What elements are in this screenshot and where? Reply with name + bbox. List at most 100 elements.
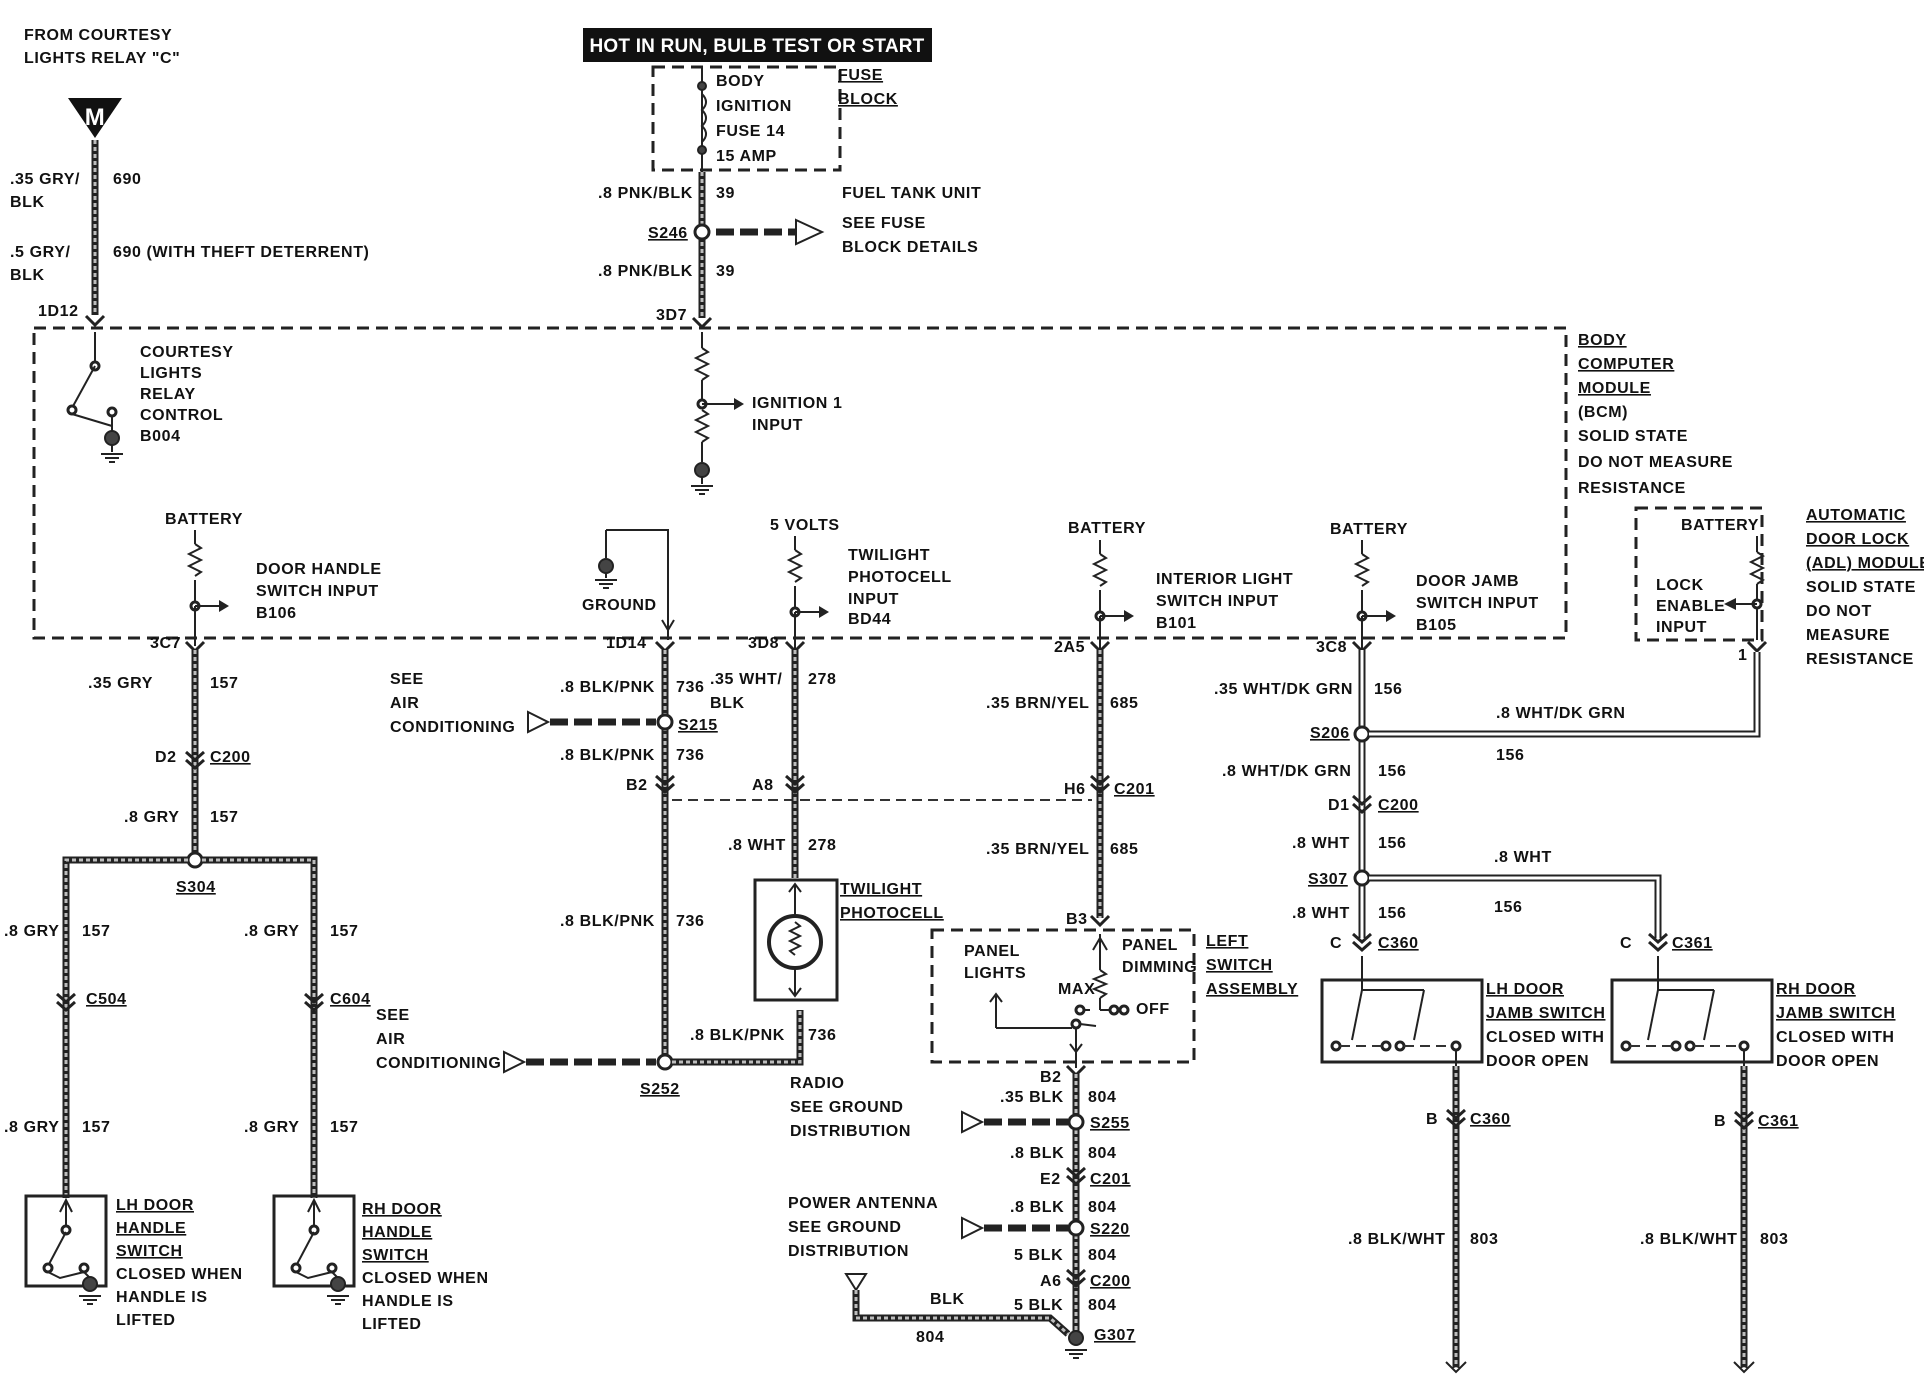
wire-157-lh-circuit-1: 157 — [82, 923, 111, 940]
conn-c201-1: C201 — [1114, 781, 1155, 798]
wire-803-rh-gauge: .8 BLK/WHT — [1640, 1231, 1738, 1248]
wire-736-gauge-2: .8 BLK/PNK — [560, 747, 655, 764]
wire-157-lh-circuit-2: 157 — [82, 1119, 111, 1136]
conn-2a5: 2A5 — [1054, 639, 1085, 656]
see-ac-upper-1: SEE — [390, 671, 424, 688]
bcm-label-3: MODULE — [1578, 380, 1651, 397]
fuse-block-label-2: BLOCK — [838, 91, 898, 108]
wire-39-gauge-1: .8 PNK/BLK — [598, 185, 693, 202]
wire-804-gauge-1: .35 BLK — [1000, 1089, 1064, 1106]
wire-156-circuit-2: 156 — [1378, 763, 1407, 780]
wire-278-circuit-1: 278 — [808, 671, 837, 688]
antenna-label-3: DISTRIBUTION — [788, 1243, 909, 1260]
antenna-label-1: POWER ANTENNA — [788, 1195, 938, 1212]
wire-157-rh-circuit-1: 157 — [330, 923, 359, 940]
conn-b-lh: B — [1426, 1111, 1438, 1128]
rh-jamb-label-2: JAMB SWITCH — [1776, 1005, 1895, 1022]
wire-157-rh-circuit-2: 157 — [330, 1119, 359, 1136]
bcm-label-1: BODY — [1578, 332, 1627, 349]
wire-156-circuit-3: 156 — [1378, 835, 1407, 852]
wire-736-circuit-3: 736 — [676, 913, 705, 930]
conn-c-rh: C — [1620, 935, 1632, 952]
conn-e2: E2 — [1040, 1171, 1061, 1188]
twilight-label-4: BD44 — [848, 611, 891, 628]
wire-156-rh-gauge: .8 WHT — [1494, 849, 1552, 866]
antenna-wire-color: BLK — [930, 1291, 965, 1308]
source-tag: M — [85, 104, 106, 131]
conn-a8: A8 — [752, 777, 774, 794]
twilight-photocell — [753, 878, 839, 1002]
wire-804-circuit-4: 804 — [1088, 1247, 1117, 1264]
courtesy-label-1: COURTESY — [140, 344, 234, 361]
rh-handle-label-3: SWITCH — [362, 1247, 429, 1264]
interior-label-1: INTERIOR LIGHT — [1156, 571, 1293, 588]
aol-lock-2: ENABLE — [1656, 598, 1725, 615]
conn-c201-2: C201 — [1090, 1171, 1131, 1188]
conn-c-lh: C — [1330, 935, 1342, 952]
conn-b2-736: B2 — [626, 777, 648, 794]
lh-jamb-label-2: JAMB SWITCH — [1486, 1005, 1605, 1022]
left-switch-label-3: ASSEMBLY — [1206, 981, 1298, 998]
see-ac-upper-2: AIR — [390, 695, 419, 712]
wire-157-circuit-2: 157 — [210, 809, 239, 826]
wire-685-circuit-2: 685 — [1110, 841, 1139, 858]
aol-lock-3: INPUT — [1656, 619, 1707, 636]
photocell-label-1: TWILIGHT — [840, 881, 922, 898]
left-switch-label-1: LEFT — [1206, 933, 1248, 950]
wire-156-circuit-1: 156 — [1374, 681, 1403, 698]
rh-jamb-label-3: CLOSED WITH — [1776, 1029, 1895, 1046]
conn-3d7: 3D7 — [656, 307, 687, 324]
wire-156-gauge-1: .35 WHT/DK GRN — [1214, 681, 1353, 698]
lh-handle-label-1: LH DOOR — [116, 1197, 194, 1214]
battery-label-1: BATTERY — [165, 511, 243, 528]
wire-156-rh-circuit: 156 — [1494, 899, 1523, 916]
door-handle-input-circuit — [187, 528, 231, 648]
splice-s307 — [1353, 869, 1371, 887]
courtesy-label-2: LIGHTS — [140, 365, 202, 382]
rh-door-handle-switch — [272, 1194, 356, 1288]
twilight-label-3: INPUT — [848, 591, 899, 608]
aol-pin: 1 — [1738, 647, 1748, 664]
rh-handle-label-6: LIFTED — [362, 1316, 422, 1333]
wire-156-aol-gauge: .8 WHT/DK GRN — [1496, 705, 1626, 722]
splice-s246-label: S246 — [648, 225, 688, 242]
ignition-input-circuit — [690, 332, 744, 495]
wire-39-circuit-1: 39 — [716, 185, 735, 202]
wire-804-gauge-3: .8 BLK — [1010, 1199, 1064, 1216]
splice-s304 — [186, 851, 204, 869]
fuel-tank-label: FUEL TANK UNIT — [842, 185, 981, 202]
wire-157-rh-gauge-2: .8 GRY — [244, 1119, 299, 1136]
lh-jamb-label-3: CLOSED WITH — [1486, 1029, 1605, 1046]
source-flag — [68, 98, 122, 138]
panel-lights-2: LIGHTS — [964, 965, 1026, 982]
ignition-label-1: IGNITION 1 — [752, 395, 842, 412]
radio-label-2: SEE GROUND — [790, 1099, 904, 1116]
twilight-label-2: PHOTOCELL — [848, 569, 952, 586]
conn-c361-1: C361 — [1672, 935, 1713, 952]
wire-736-gauge-4: .8 BLK/PNK — [690, 1027, 785, 1044]
wire-804-circuit-1: 804 — [1088, 1089, 1117, 1106]
lh-handle-label-2: HANDLE — [116, 1220, 186, 1237]
wire-804-circuit-2: 804 — [1088, 1145, 1117, 1162]
bcm-label-5: SOLID STATE — [1578, 428, 1688, 445]
bcm-label-6: DO NOT MEASURE — [1578, 454, 1733, 471]
fuse-block-label-1: FUSE — [838, 67, 883, 84]
lh-door-handle-switch — [24, 1194, 108, 1288]
aol-label-3: (ADL) MODULE — [1806, 555, 1924, 572]
wire-690t-gauge: .5 GRY/ — [10, 244, 71, 261]
aol-box — [1634, 506, 1764, 642]
antenna-arrow — [844, 1273, 868, 1292]
see-ac-lower-1: SEE — [376, 1007, 410, 1024]
conn-c360-1: C360 — [1378, 935, 1419, 952]
conn-h6: H6 — [1064, 781, 1086, 798]
see-ac-lower-2: AIR — [376, 1031, 405, 1048]
fuse-name-4: 15 AMP — [716, 148, 777, 165]
splice-s304-label: S304 — [176, 879, 216, 896]
wire-156-circuit-4: 156 — [1378, 905, 1407, 922]
wire-156-gauge-2: .8 WHT/DK GRN — [1222, 763, 1352, 780]
courtesy-label-5: B004 — [140, 428, 181, 445]
aol-lock-1: LOCK — [1656, 577, 1704, 594]
conn-1d12: 1D12 — [38, 303, 79, 320]
lh-handle-label-6: LIFTED — [116, 1312, 176, 1329]
source-line1: FROM COURTESY — [24, 27, 172, 44]
